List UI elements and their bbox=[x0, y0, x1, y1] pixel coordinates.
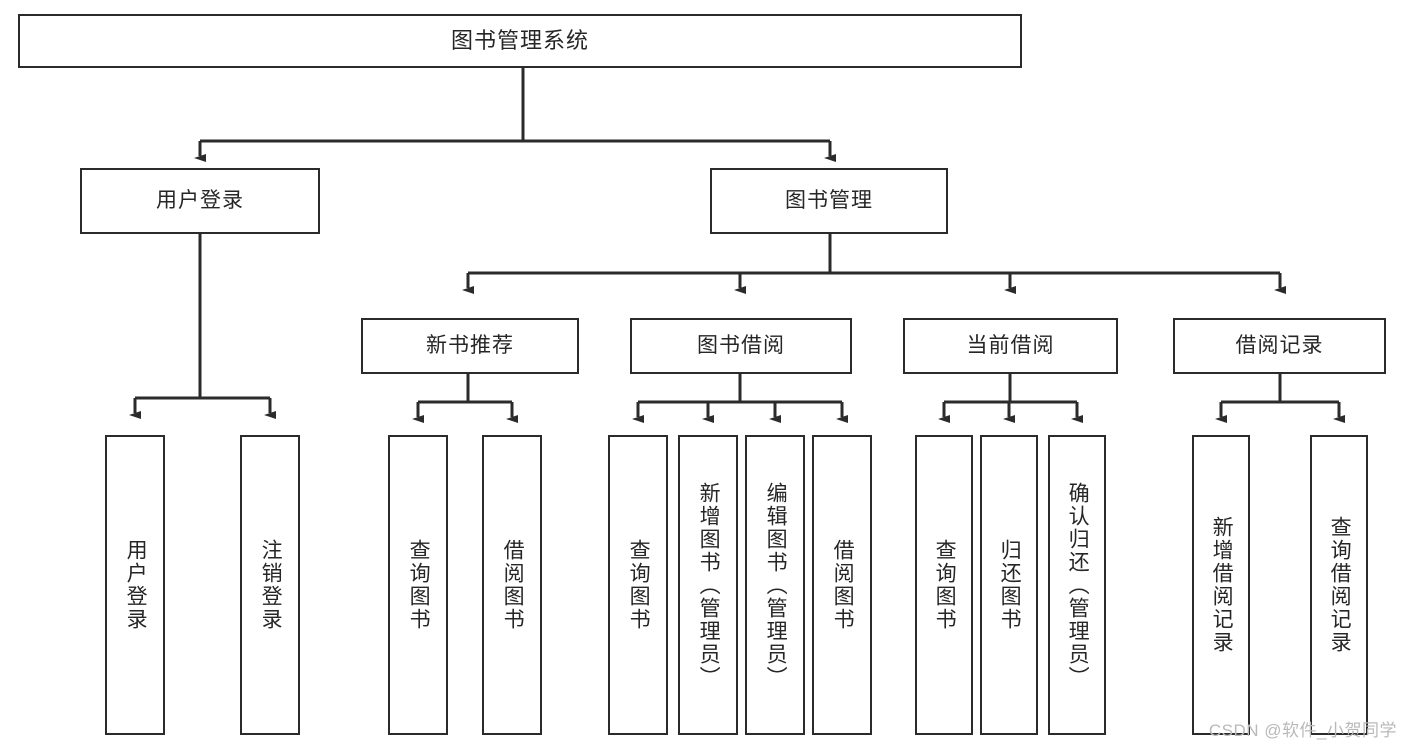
node-new-book-recommend[interactable]: 新书推荐 bbox=[361, 318, 579, 374]
leaf-query-borrow-record[interactable]: 查询借阅记录 bbox=[1310, 435, 1368, 735]
node-label: 图书管理系统 bbox=[450, 27, 589, 53]
leaf-borrow-book[interactable]: 借阅图书 bbox=[812, 435, 872, 735]
leaf-add-borrow-record[interactable]: 新增借阅记录 bbox=[1192, 435, 1250, 735]
node-label: 新书推荐 bbox=[426, 334, 514, 358]
node-label: 查询借阅记录 bbox=[1328, 516, 1352, 654]
node-book-borrow[interactable]: 图书借阅 bbox=[630, 318, 852, 374]
node-label: 借阅记录 bbox=[1235, 334, 1324, 358]
leaf-query-book-current[interactable]: 查询图书 bbox=[915, 435, 973, 735]
node-label: 借阅图书 bbox=[501, 539, 525, 631]
node-label: 查询图书 bbox=[933, 539, 957, 631]
node-borrow-record[interactable]: 借阅记录 bbox=[1173, 318, 1386, 374]
node-label: 归还图书 bbox=[998, 539, 1022, 631]
node-label: 新增借阅记录 bbox=[1210, 516, 1234, 654]
node-root-system[interactable]: 图书管理系统 bbox=[18, 14, 1022, 68]
leaf-add-book-admin[interactable]: 新增图书（管理员） bbox=[678, 435, 738, 735]
leaf-edit-book-admin[interactable]: 编辑图书（管理员） bbox=[745, 435, 805, 735]
node-label: 确认归还（管理员） bbox=[1066, 481, 1090, 689]
node-current-borrow[interactable]: 当前借阅 bbox=[903, 318, 1118, 374]
node-label: 新增图书（管理员） bbox=[697, 481, 721, 689]
node-label: 查询图书 bbox=[407, 539, 431, 631]
csdn-watermark: CSDN @软件_小贺同学 bbox=[1208, 721, 1397, 740]
node-book-management[interactable]: 图书管理 bbox=[710, 168, 948, 234]
leaf-return-book[interactable]: 归还图书 bbox=[980, 435, 1038, 735]
leaf-confirm-return-admin[interactable]: 确认归还（管理员） bbox=[1048, 435, 1106, 735]
leaf-logout[interactable]: 注销登录 bbox=[240, 435, 300, 735]
leaf-user-login[interactable]: 用户登录 bbox=[105, 435, 165, 735]
node-user-login[interactable]: 用户登录 bbox=[80, 168, 320, 234]
node-label: 用户登录 bbox=[156, 189, 244, 213]
leaf-query-book-borrow[interactable]: 查询图书 bbox=[608, 435, 668, 735]
node-label: 借阅图书 bbox=[831, 539, 855, 631]
leaf-borrow-book-recommend[interactable]: 借阅图书 bbox=[482, 435, 542, 735]
node-label: 图书借阅 bbox=[697, 334, 785, 358]
node-label: 注销登录 bbox=[259, 539, 283, 631]
node-label: 编辑图书（管理员） bbox=[764, 481, 788, 689]
leaf-query-book-recommend[interactable]: 查询图书 bbox=[388, 435, 448, 735]
node-label: 查询图书 bbox=[627, 539, 651, 631]
node-label: 用户登录 bbox=[124, 539, 148, 631]
node-label: 当前借阅 bbox=[966, 334, 1055, 358]
node-label: 图书管理 bbox=[785, 189, 873, 213]
